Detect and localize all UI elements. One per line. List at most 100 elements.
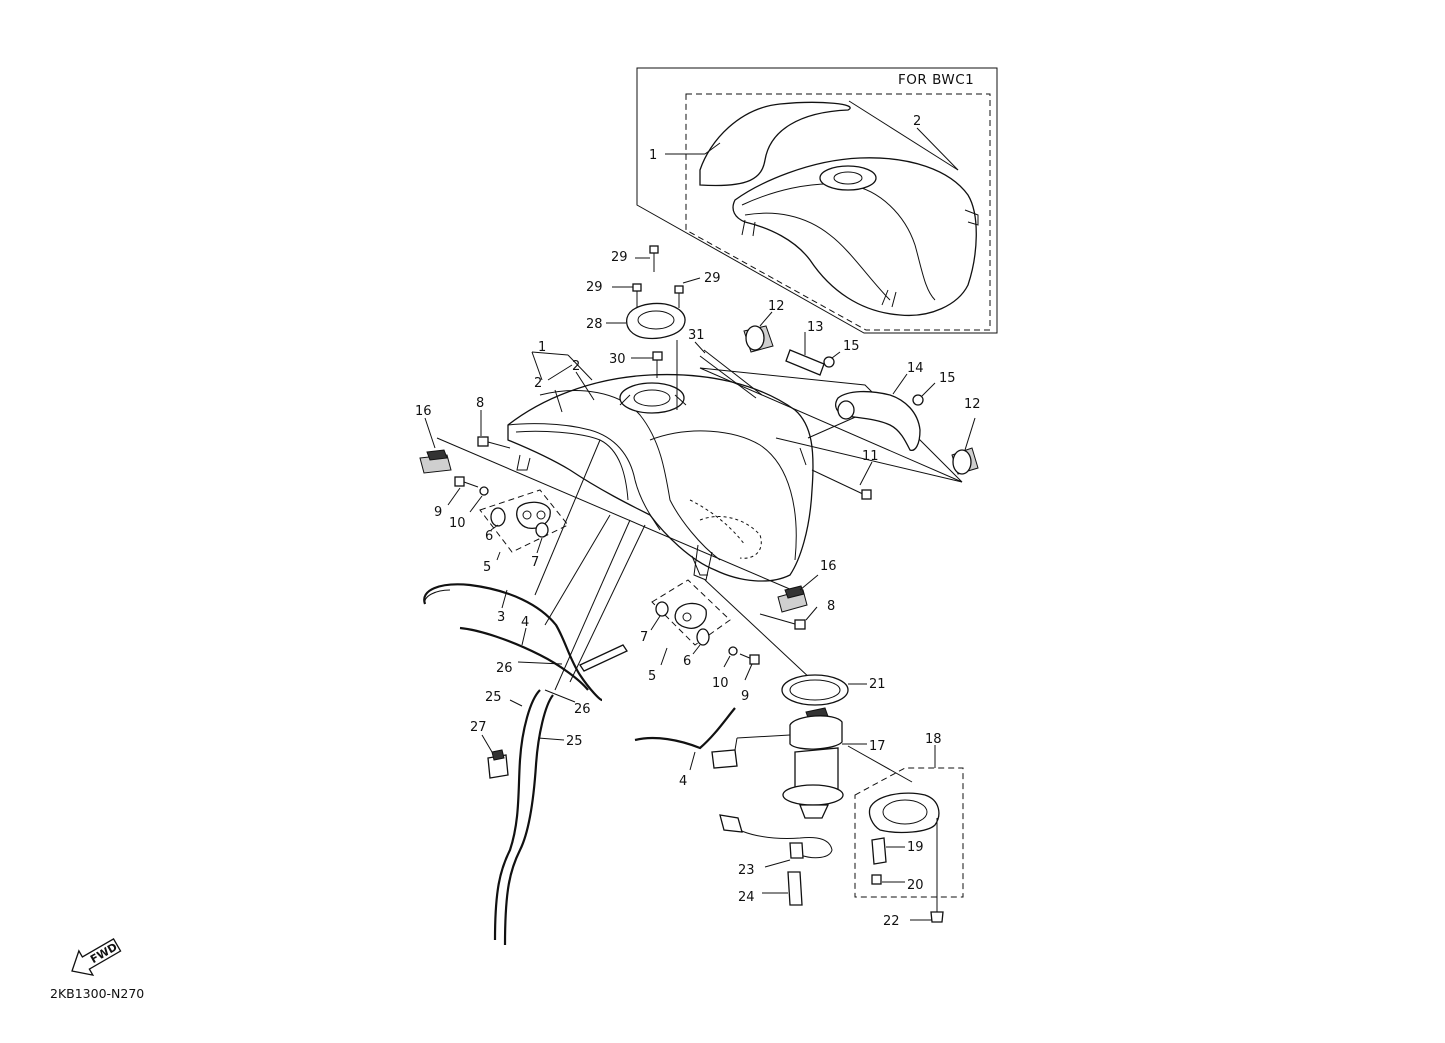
- front-left-mount: [419, 351, 793, 591]
- cap-bracket-28: [626, 302, 686, 340]
- collar-6-left: [490, 507, 506, 527]
- callout: 14: [907, 361, 924, 376]
- inset-title: FOR BWC1: [898, 72, 974, 88]
- callout: 17: [869, 739, 886, 754]
- bolt-15-left: [823, 356, 835, 368]
- hose-4-right: [634, 707, 736, 750]
- collar-7-right: [655, 601, 669, 617]
- rear-mount-assembly: [699, 311, 979, 500]
- callout: 15: [939, 371, 956, 386]
- callout: 25: [566, 734, 583, 749]
- tank-filler-opening: [619, 382, 685, 414]
- callout: 7: [640, 630, 648, 645]
- callout: 25: [485, 690, 502, 705]
- washer-10-right: [728, 646, 738, 656]
- bracket-plate-right: [674, 602, 707, 629]
- bolt-8-left: [477, 436, 511, 449]
- callout: 29: [704, 271, 721, 286]
- callout: 12: [964, 397, 981, 412]
- callout: 30: [609, 352, 626, 367]
- callout: 26: [574, 702, 591, 717]
- hose-25-a: [493, 689, 541, 941]
- damper-12-right: [951, 447, 979, 475]
- callout: 5: [648, 669, 656, 684]
- hose-31: [703, 349, 763, 396]
- hoses: [423, 439, 646, 946]
- callout: 9: [741, 689, 749, 704]
- callout: 2: [913, 114, 921, 129]
- fuel-pump-17: [782, 707, 844, 819]
- connector: [711, 749, 738, 769]
- bolt-29-top: [649, 245, 659, 272]
- bolt-9-left: [454, 476, 479, 488]
- callout: 4: [521, 615, 529, 630]
- callout: 3: [497, 610, 505, 625]
- filler-cap-assembly: [606, 245, 763, 410]
- hose-25-b: [503, 694, 554, 946]
- washer-10-left: [479, 486, 489, 496]
- part-19: [871, 837, 887, 865]
- callout: 6: [683, 654, 691, 669]
- callout: 8: [476, 396, 484, 411]
- callout: 28: [586, 317, 603, 332]
- screw-20: [871, 874, 882, 885]
- callout: 22: [883, 914, 900, 929]
- callout: 24: [738, 890, 755, 905]
- bolt-11: [811, 469, 872, 500]
- bolt-8-right: [759, 613, 806, 630]
- callout: 16: [415, 404, 432, 419]
- hose-4-left: [459, 626, 589, 691]
- bolt-30: [652, 351, 663, 378]
- callout: 19: [907, 840, 924, 855]
- callout: 16: [820, 559, 837, 574]
- collar-6-right: [696, 628, 710, 646]
- fuel-hose-23: [727, 821, 833, 859]
- callout: 4: [679, 774, 687, 789]
- hose-3: [423, 583, 603, 702]
- inset-bwc1: FOR BWC1: [636, 67, 998, 334]
- fuel-pump-assembly: [634, 579, 964, 923]
- clip-27: [487, 749, 509, 779]
- callout: 2: [534, 376, 542, 391]
- bracket-14: [835, 390, 921, 451]
- damper-12-left: [743, 325, 774, 353]
- inset-tank-body: [732, 157, 977, 317]
- joint-24: [787, 871, 803, 906]
- front-right-mount: [650, 555, 819, 681]
- callout: 26: [496, 661, 513, 676]
- callout: 31: [688, 328, 705, 343]
- callout: 7: [531, 555, 539, 570]
- callout: 9: [434, 505, 442, 520]
- inset-decal: [699, 101, 851, 187]
- callout-labels: 1 2 29 29 29 28 30 31 12 13 15 14 15 12 …: [415, 114, 981, 929]
- callout: 15: [843, 339, 860, 354]
- bolt-15-right: [912, 394, 924, 406]
- callout: 23: [738, 863, 755, 878]
- damper-16-left: [419, 449, 452, 474]
- inset-frame: [636, 67, 998, 334]
- grommet-7-left: [535, 522, 549, 538]
- inset-filler-opening: [819, 165, 877, 191]
- bolt-29-right: [674, 285, 684, 308]
- inset-dashed-frame: [685, 93, 991, 331]
- callout: 12: [768, 299, 785, 314]
- callout: 21: [869, 677, 886, 692]
- callout: 5: [483, 560, 491, 575]
- bolt-29-left: [632, 283, 642, 307]
- callout: 6: [485, 529, 493, 544]
- callout: 10: [712, 676, 729, 691]
- callout: 29: [611, 250, 628, 265]
- callout: 1: [538, 340, 546, 355]
- callout: 8: [827, 599, 835, 614]
- callout: 10: [449, 516, 466, 531]
- callout: 29: [586, 280, 603, 295]
- diagram-code: 2KB1300-N270: [50, 986, 144, 1001]
- callout: 27: [470, 720, 487, 735]
- callout: 18: [925, 732, 942, 747]
- callout: 11: [862, 449, 879, 464]
- tank-body: [507, 373, 814, 582]
- callout: 1: [649, 148, 657, 163]
- fwd-arrow-icon: FWD: [71, 938, 122, 977]
- collar-13: [785, 349, 825, 376]
